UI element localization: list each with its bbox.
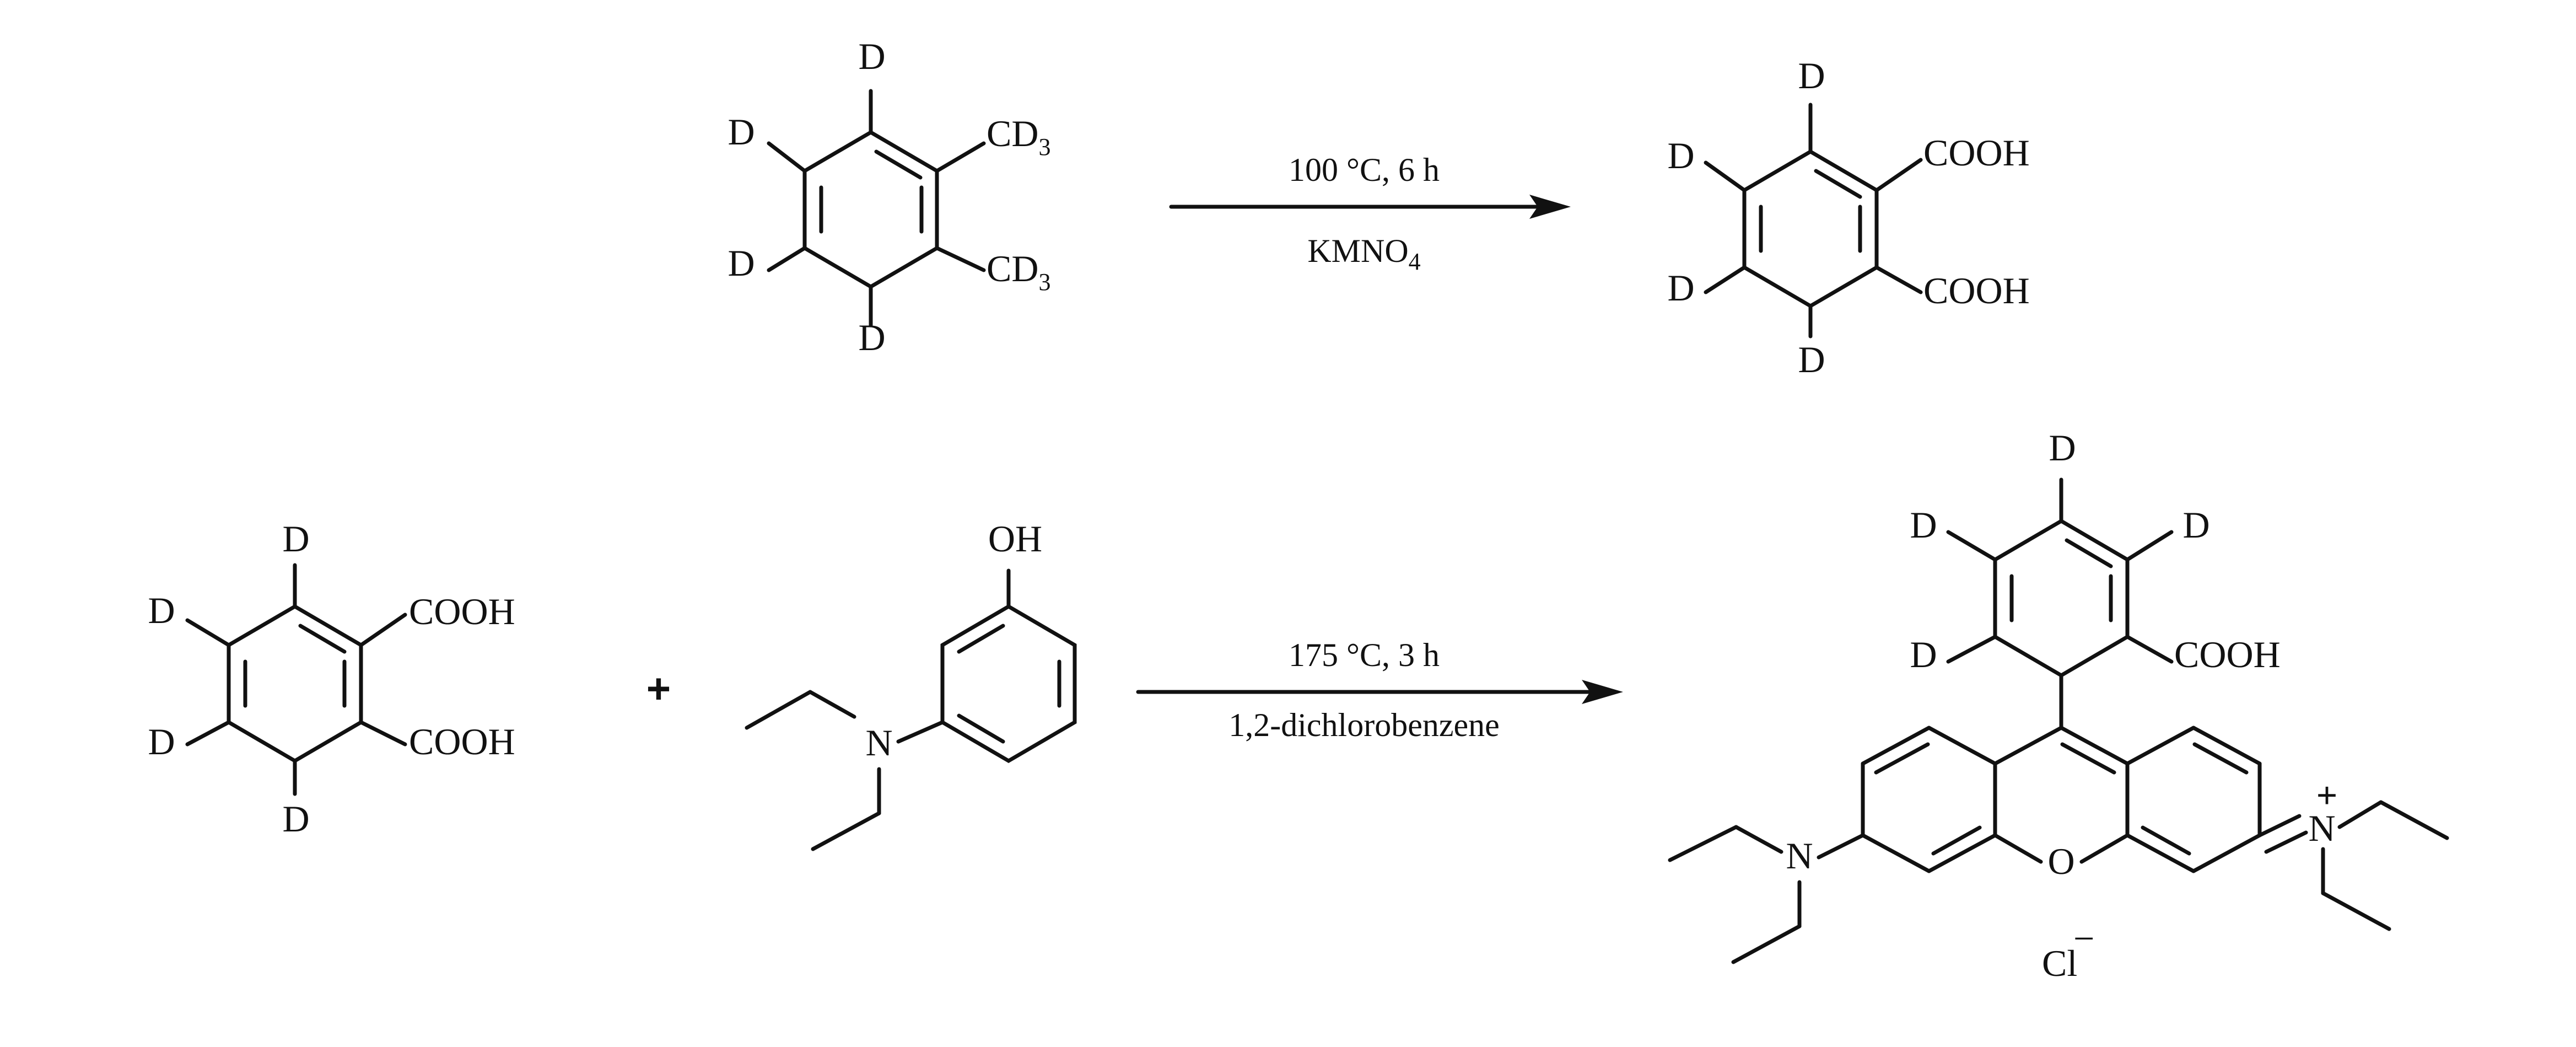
molecule-diethylaminophenol: OH N xyxy=(745,518,1077,851)
molecule-rhodamine-b-d4: D D D D COOH O N N + Cl − xyxy=(1668,427,2449,984)
nitrogen-label: N xyxy=(1786,835,1813,877)
positive-charge: + xyxy=(2316,774,2338,816)
deuterium-label: D xyxy=(1798,55,1825,96)
plus-operator: + xyxy=(646,665,671,712)
deuterium-label: D xyxy=(858,35,885,77)
carboxyl-label: COOH xyxy=(1923,270,2030,312)
deuterium-label: D xyxy=(2182,504,2209,546)
deuterium-label: D xyxy=(148,589,175,631)
reaction-arrow-1 xyxy=(1169,195,1571,219)
deuterium-label: D xyxy=(1667,135,1694,176)
reaction-2-conditions: 175 °C, 3 h xyxy=(1289,637,1440,673)
deuterium-label: D xyxy=(1667,267,1694,309)
deuterium-label: D xyxy=(2049,427,2076,469)
reaction-2-solvent: 1,2-dichlorobenzene xyxy=(1228,707,1499,743)
deuterium-label: D xyxy=(1910,504,1937,546)
deuterium-label: D xyxy=(1798,339,1825,380)
deuterium-label: D xyxy=(727,242,755,284)
nitrogen-label: N xyxy=(865,722,892,764)
molecule-phthalic-acid-d4-reactant: D D D D COOH COOH xyxy=(148,518,515,840)
carboxyl-label: COOH xyxy=(1923,132,2030,174)
deuterium-label: D xyxy=(282,518,309,560)
carboxyl-label: COOH xyxy=(2174,633,2281,675)
cd3-label: CD3 xyxy=(987,112,1050,160)
deuterium-label: D xyxy=(727,111,755,153)
deuterium-label: D xyxy=(148,721,175,763)
nitrogen-cation-label: N xyxy=(2308,807,2335,849)
reaction-1-reagent: KMNO4 xyxy=(1307,233,1420,275)
molecule-phthalic-acid-d4-product: D D D D COOH COOH xyxy=(1667,55,2029,380)
deuterium-label: D xyxy=(282,798,309,840)
carboxyl-label: COOH xyxy=(409,721,515,763)
negative-charge: − xyxy=(2073,917,2094,959)
hydroxyl-label: OH xyxy=(988,518,1042,560)
molecule-xylene-d10: D D D D CD3 CD3 xyxy=(727,35,1050,358)
reaction-arrow-2 xyxy=(1136,680,1623,704)
carboxyl-label: COOH xyxy=(409,590,515,632)
xanthene-oxygen-label: O xyxy=(2047,840,2074,882)
reaction-1-conditions: 100 °C, 6 h xyxy=(1289,152,1440,188)
deuterium-label: D xyxy=(1910,633,1937,675)
deuterium-label: D xyxy=(858,316,885,358)
chloride-counterion: Cl xyxy=(2042,942,2077,984)
cd3-label: CD3 xyxy=(987,248,1050,296)
